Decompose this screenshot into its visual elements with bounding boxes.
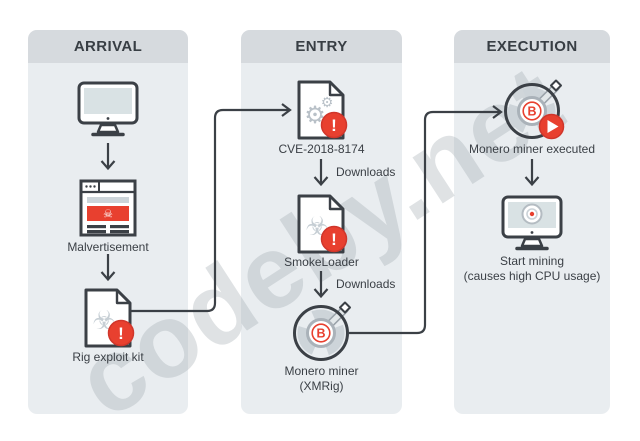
coin-letter: B [527,105,536,119]
arrow-down-icon [97,142,119,176]
downloads-label: Downloads [336,277,396,291]
malvertisement-browser-icon: ☠ [78,178,138,238]
user-computer-icon [76,80,140,138]
coin-letter: B [316,327,325,341]
start-mining-label: Start mining [499,254,565,268]
monero-miner-sublabel: (XMRig) [299,379,344,393]
exclamation-badge: ! [331,230,337,249]
exclamation-badge: ! [118,324,124,343]
gear-icon: ⚙ [304,101,326,129]
play-icon [547,120,559,133]
arrow-down-icon [310,270,332,304]
downloads-label: Downloads [336,165,396,179]
arrow-down-icon [310,158,332,192]
monero-miner-label: Monero miner [284,364,359,378]
rig-exploit-kit-label: Rig exploit kit [72,350,144,364]
column-execution-header: EXECUTION [454,30,610,63]
column-entry-header: ENTRY [241,30,402,63]
smokeloader-label: SmokeLoader [284,255,359,269]
exclamation-badge: ! [331,116,337,135]
skull-icon: ☠ [103,208,113,221]
column-arrival-header: ARRIVAL [28,30,188,63]
start-mining-sublabel: (causes high CPU usage) [463,269,601,283]
malvertisement-label: Malvertisement [67,240,149,254]
gear-small-icon: ⚙ [321,95,334,111]
arrow-down-icon [97,253,119,287]
arrow-down-icon [521,158,543,192]
monero-miner-executed-icon: B [500,75,572,143]
cve-2018-8174-icon: ⚙ ⚙ ! [289,79,353,141]
smokeloader-icon: ☣ ! [289,193,353,255]
start-mining-computer-icon [500,194,564,252]
rig-exploit-kit-icon: ☣ ! [76,287,140,349]
monero-miner-executed-label: Monero miner executed [468,142,596,156]
monero-miner-coin-icon: B [289,297,361,365]
cve-2018-8174-label: CVE-2018-8174 [278,142,365,156]
